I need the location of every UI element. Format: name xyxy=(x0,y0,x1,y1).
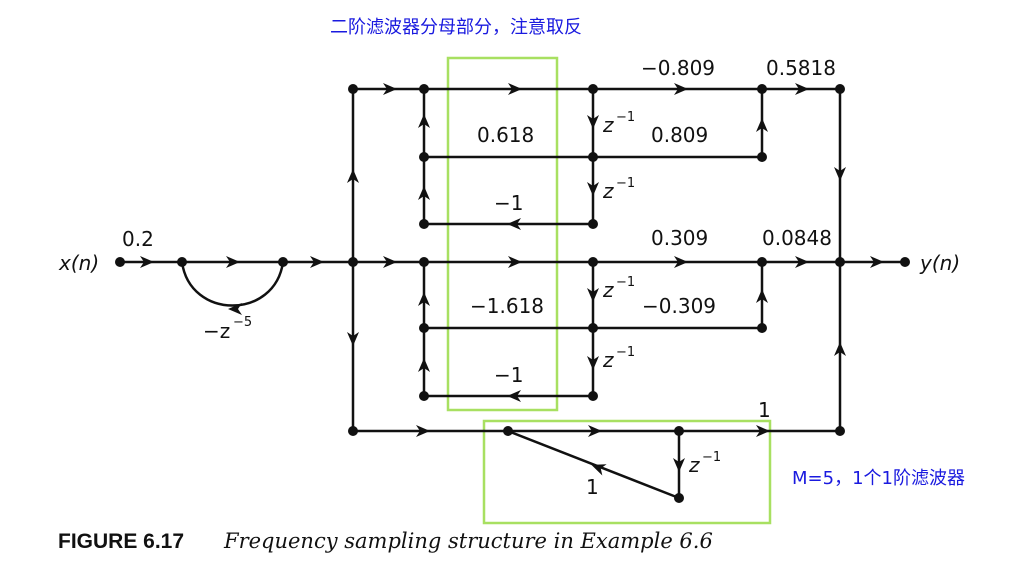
denominator-note: 二阶滤波器分母部分，注意取反 xyxy=(330,17,582,38)
delay-z2-exp: −1 xyxy=(616,176,635,191)
section1-feedback-a1: 0.618 xyxy=(477,123,534,147)
figure-label: FIGURE 6.17 xyxy=(58,530,184,553)
delay-z1-exp: −1 xyxy=(616,110,635,125)
input-label: x(n) xyxy=(58,251,99,275)
section-denominator-highlight xyxy=(446,56,559,412)
delay-z3: z xyxy=(602,278,614,302)
delay-z2: z xyxy=(602,179,614,203)
branch-nodes xyxy=(115,84,910,503)
output-label: y(n) xyxy=(919,251,960,275)
delay-z5: z xyxy=(688,453,700,477)
figure-caption: Frequency sampling structure in Example … xyxy=(223,529,713,553)
section1-coef-mid: 0.809 xyxy=(651,123,708,147)
delay-z4: z xyxy=(602,348,614,372)
comb-gain-label: −z xyxy=(203,319,230,343)
section2-coef-mid: −0.309 xyxy=(642,294,716,318)
section1-gain: 0.5818 xyxy=(766,56,836,80)
section2-gain: 0.0848 xyxy=(762,226,832,250)
first-order-note: M=5，1个1阶滤波器 xyxy=(792,468,965,489)
section2-feedback-a1: −1.618 xyxy=(470,294,544,318)
first-order-filter-highlight xyxy=(482,419,772,525)
section3-gain: 1 xyxy=(758,398,771,422)
section2-feedback-a2: −1 xyxy=(494,363,523,387)
comb-exponent-label: −5 xyxy=(233,315,252,330)
section2-coef-top: 0.309 xyxy=(651,226,708,250)
delay-z3-exp: −1 xyxy=(616,275,635,290)
delay-z1: z xyxy=(602,113,614,137)
section1-coef-top: −0.809 xyxy=(641,56,715,80)
delay-z4-exp: −1 xyxy=(616,345,635,360)
delay-z5-exp: −1 xyxy=(702,450,721,465)
input-gain-label: 0.2 xyxy=(122,227,154,251)
section1-feedback-a2: −1 xyxy=(494,191,523,215)
section3-feedback: 1 xyxy=(586,475,599,499)
